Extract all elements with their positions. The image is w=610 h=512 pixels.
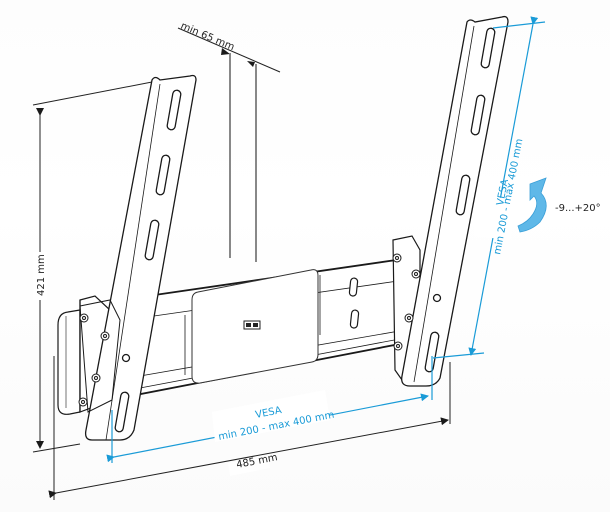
height-label: 421 mm [36, 254, 47, 296]
vesa-horizontal-title: VESA [254, 405, 282, 421]
height-dimension: 421 mm [32, 81, 153, 453]
tilt-indicator: -9...+20° [517, 177, 601, 233]
vesa-vertical-title: VESA [495, 178, 511, 206]
min-spacing-dimension: min 65 mm [177, 21, 281, 262]
center-cover-plate [191, 269, 319, 384]
tilt-range-label: -9...+20° [555, 203, 601, 214]
min-spacing-label: min 65 mm [179, 21, 236, 54]
left-arm-screws [78, 313, 110, 407]
level-indicator-icon [243, 320, 261, 330]
right-arm-screws [392, 253, 421, 351]
rotate-arrow-icon [517, 177, 547, 233]
